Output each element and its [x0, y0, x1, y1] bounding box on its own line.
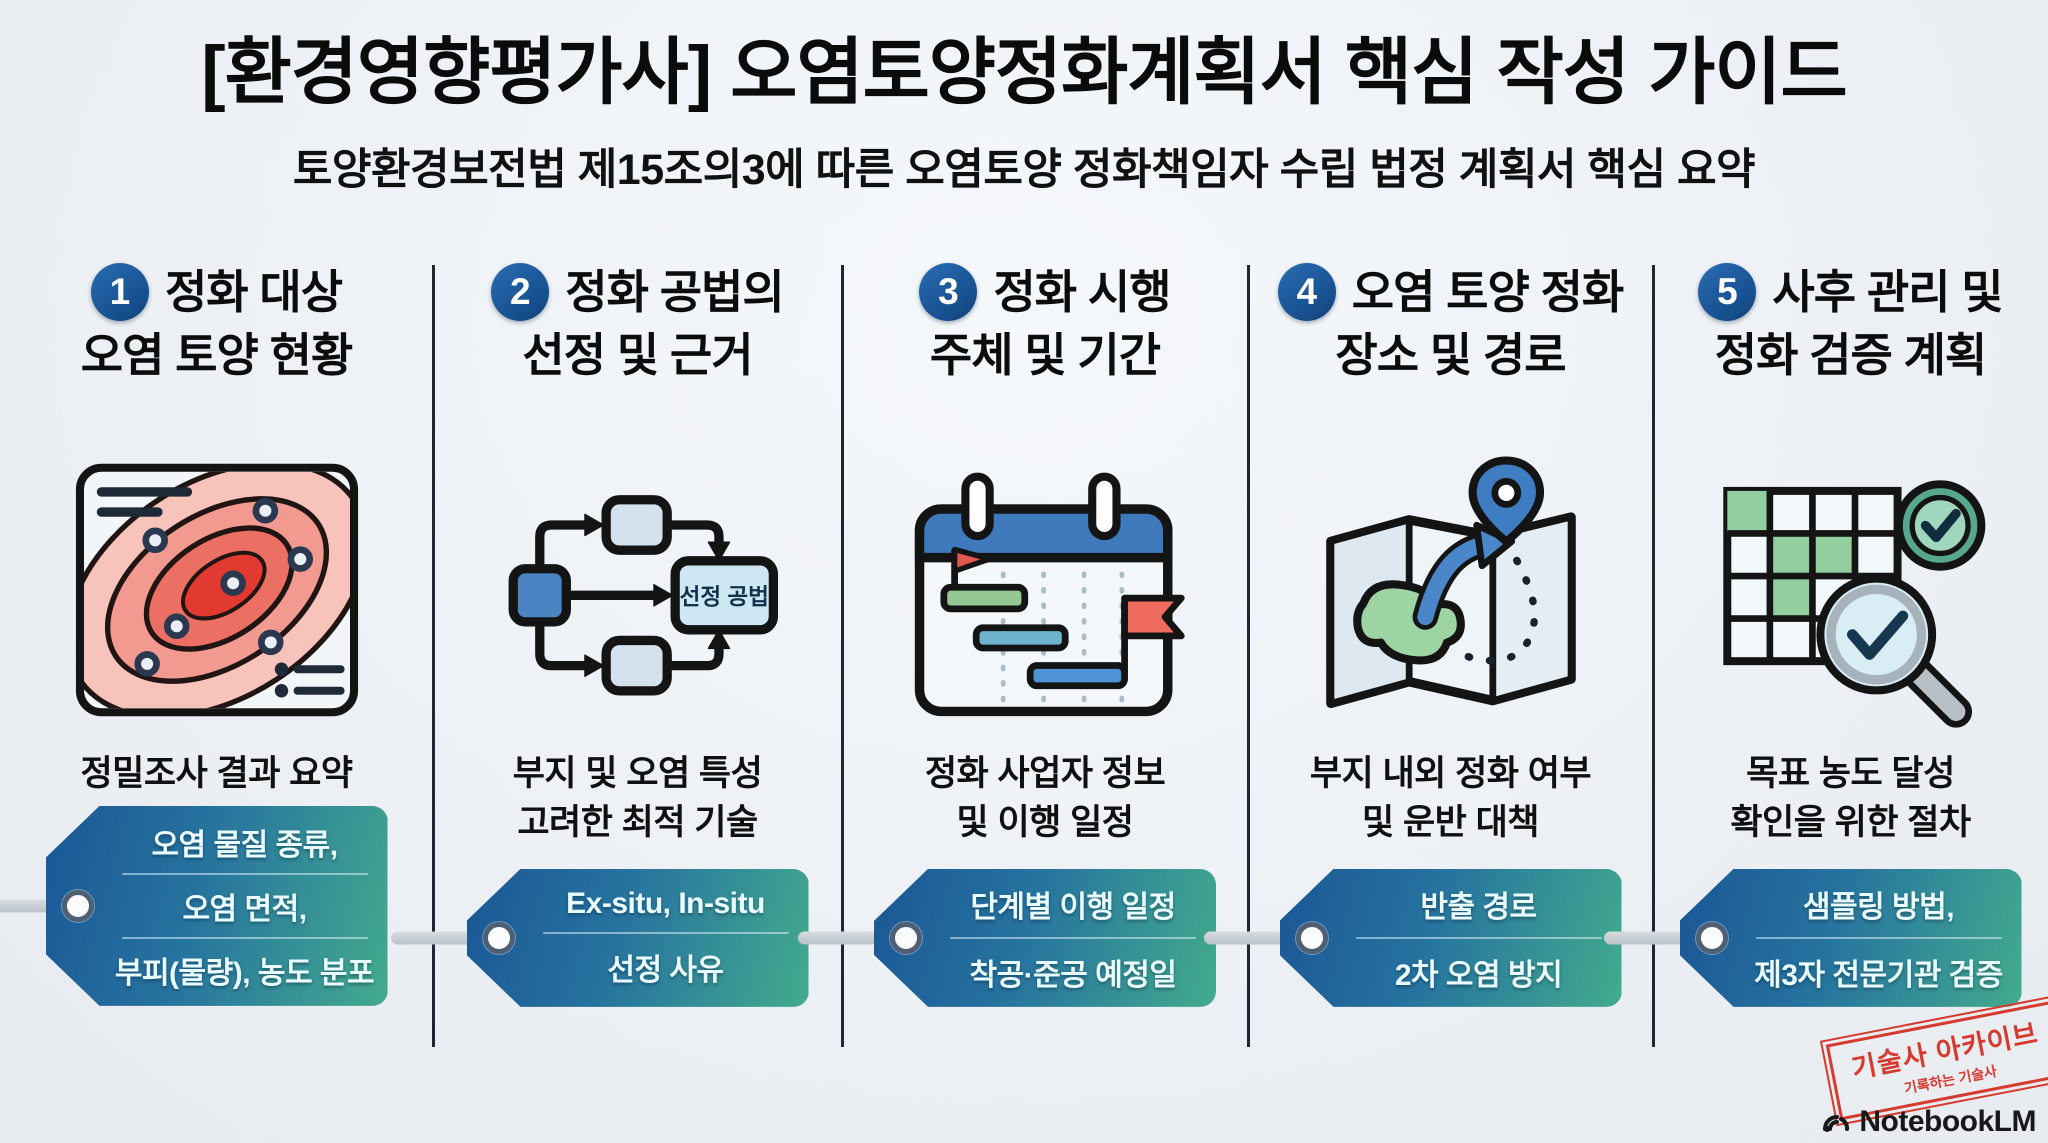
column-divider — [841, 264, 844, 1047]
calendar-gantt-icon — [914, 472, 1185, 717]
column-1-description-line1: 정밀조사 결과 요약 — [80, 753, 353, 793]
column-4: 4 오염 토양 정화 장소 및 경로 부지 내외 정화 여부 및 운반 대책 — [1203, 259, 1653, 1099]
column-5-description-line1: 목표 농도 달성 — [1746, 753, 1955, 793]
flowchart-icon: 선정 공법 — [508, 494, 778, 696]
brand-text: NotebookLM — [1859, 1105, 2036, 1138]
tag-separator — [1756, 937, 2002, 939]
tag-shape: 단계별 이행 일정 착공·준공 예정일 — [874, 869, 1216, 1007]
tag-line: 반출 경로 — [1420, 890, 1537, 924]
flowchart-selected-method-label: 선정 공법 — [679, 584, 768, 609]
tag-line: Ex-situ, In-situ — [566, 886, 765, 920]
tag-shape: 반출 경로 2차 오염 방지 — [1280, 869, 1622, 1007]
tag-line: 선정 사유 — [607, 953, 724, 987]
column-4-tag: 반출 경로 2차 오염 방지 — [1203, 869, 1622, 1007]
column-1-tag: 오염 물질 종류, 오염 면적, 부피(물량), 농도 분포 — [0, 806, 388, 1006]
page-header: [환경영향평가사] 오염토양정화계획서 핵심 작성 가이드 토양환경보전법 제1… — [0, 0, 2048, 197]
tag-hole — [1296, 922, 1328, 954]
tag-hole — [62, 890, 94, 922]
tag-line: 착공·준공 예정일 — [969, 958, 1177, 992]
column-1-description: 정밀조사 결과 요약 — [80, 749, 353, 804]
column-5-tag: 샘플링 방법, 제3자 전문기관 검증 — [1603, 869, 2022, 1007]
step-1-number-badge: 1 — [90, 263, 149, 322]
column-2: 2 정화 공법의 선정 및 근거 — [390, 259, 842, 1099]
column-1-title-line2: 오염 토양 현황 — [80, 328, 353, 381]
tag-shape: Ex-situ, In-situ 선정 사유 — [467, 869, 809, 1007]
tag-shape: 샘플링 방법, 제3자 전문기관 검증 — [1680, 869, 2022, 1007]
column-3-description-line1: 정화 사업자 정보 — [924, 753, 1166, 793]
tag-hole — [1696, 922, 1728, 954]
column-4-title-line1: 오염 토양 정화 — [1351, 265, 1624, 318]
column-1: 1 정화 대상 오염 토양 현황 — [0, 259, 433, 1099]
column-4-description-line1: 부지 내외 정화 여부 — [1309, 753, 1592, 793]
column-4-title-line2: 장소 및 경로 — [1335, 328, 1566, 381]
column-3-header: 3 정화 시행 주체 및 기간 — [919, 263, 1172, 431]
columns-container: 1 정화 대상 오염 토양 현황 — [0, 259, 2048, 1099]
column-2-title-line1: 정화 공법의 — [565, 265, 784, 318]
column-5-header: 5 사후 관리 및 정화 검증 계획 — [1698, 263, 2004, 431]
column-divider — [1247, 264, 1250, 1047]
tag-shape: 오염 물질 종류, 오염 면적, 부피(물량), 농도 분포 — [46, 806, 388, 1006]
column-5-description: 목표 농도 달성 확인을 위한 절차 — [1730, 749, 1971, 867]
tag-line: 2차 오염 방지 — [1394, 958, 1563, 992]
tag-separator — [1356, 937, 1602, 939]
column-3-tag: 단계별 이행 일정 착공·준공 예정일 — [798, 869, 1216, 1007]
contour-map-icon — [75, 463, 358, 717]
map-route-icon — [1325, 456, 1576, 708]
tag-line: 부피(물량), 농도 분포 — [114, 956, 375, 990]
column-divider — [1652, 264, 1655, 1047]
column-5-description-line2: 확인을 위한 절차 — [1730, 802, 1971, 842]
step-3-number-badge: 3 — [919, 263, 978, 322]
step-4-number-badge: 4 — [1277, 263, 1336, 322]
tag-separator — [122, 937, 368, 939]
column-3-icon-area — [895, 431, 1195, 749]
tag-separator — [122, 873, 368, 875]
step-5-number-badge: 5 — [1698, 263, 1757, 322]
tag-separator — [543, 932, 789, 934]
column-2-title-line2: 선정 및 근거 — [522, 328, 753, 381]
column-2-description: 부지 및 오염 특성 고려한 최적 기술 — [513, 749, 763, 867]
column-divider — [432, 264, 435, 1047]
tag-hole — [483, 922, 515, 954]
page-title: [환경영향평가사] 오염토양정화계획서 핵심 작성 가이드 — [201, 32, 1847, 113]
column-2-description-line1: 부지 및 오염 특성 — [512, 753, 763, 793]
column-3-title-line1: 정화 시행 — [993, 265, 1171, 318]
column-5-icon-area — [1706, 431, 1996, 749]
column-2-tag: Ex-situ, In-situ 선정 사유 — [390, 869, 809, 1007]
column-1-header: 1 정화 대상 오염 토양 현황 — [80, 263, 353, 431]
column-4-header: 4 오염 토양 정화 장소 및 경로 — [1277, 263, 1624, 431]
tag-hole — [890, 922, 922, 954]
tag-separator — [950, 937, 1196, 939]
tag-line: 단계별 이행 일정 — [970, 890, 1176, 924]
tag-line: 오염 물질 종류, — [151, 828, 338, 862]
column-3-title-line2: 주체 및 기간 — [929, 328, 1161, 381]
step-2-number-badge: 2 — [491, 263, 550, 322]
page-subtitle: 토양환경보전법 제15조의3에 따른 오염토양 정화책임자 수립 법정 계획서 … — [292, 145, 1756, 194]
column-3-description: 정화 사업자 정보 및 이행 일정 — [924, 749, 1166, 867]
column-4-description-line2: 및 운반 대책 — [1362, 802, 1539, 842]
brand-mark: NotebookLM — [1821, 1105, 2036, 1139]
verification-table-icon — [1722, 480, 1985, 728]
column-4-icon-area — [1301, 431, 1601, 749]
column-1-icon-area — [69, 431, 365, 749]
column-5-title-line2: 정화 검증 계획 — [1714, 328, 1987, 381]
column-1-title-line1: 정화 대상 — [164, 265, 343, 318]
tag-line: 샘플링 방법, — [1802, 890, 1955, 924]
tag-line: 오염 면적, — [182, 892, 307, 926]
column-2-header: 2 정화 공법의 선정 및 근거 — [491, 263, 785, 431]
column-4-description: 부지 내외 정화 여부 및 운반 대책 — [1309, 749, 1592, 867]
column-3-description-line2: 및 이행 일정 — [956, 802, 1134, 842]
column-5-title-line1: 사후 관리 및 — [1772, 265, 2003, 318]
tag-line: 제3자 전문기관 검증 — [1754, 958, 2003, 992]
column-3: 3 정화 시행 주체 및 기간 — [798, 259, 1248, 1099]
column-2-description-line2: 고려한 최적 기술 — [517, 802, 758, 842]
column-2-icon-area: 선정 공법 — [492, 431, 784, 749]
notebooklm-logo-icon — [1823, 1115, 1850, 1132]
column-5: 5 사후 관리 및 정화 검증 계획 — [1603, 259, 2048, 1099]
